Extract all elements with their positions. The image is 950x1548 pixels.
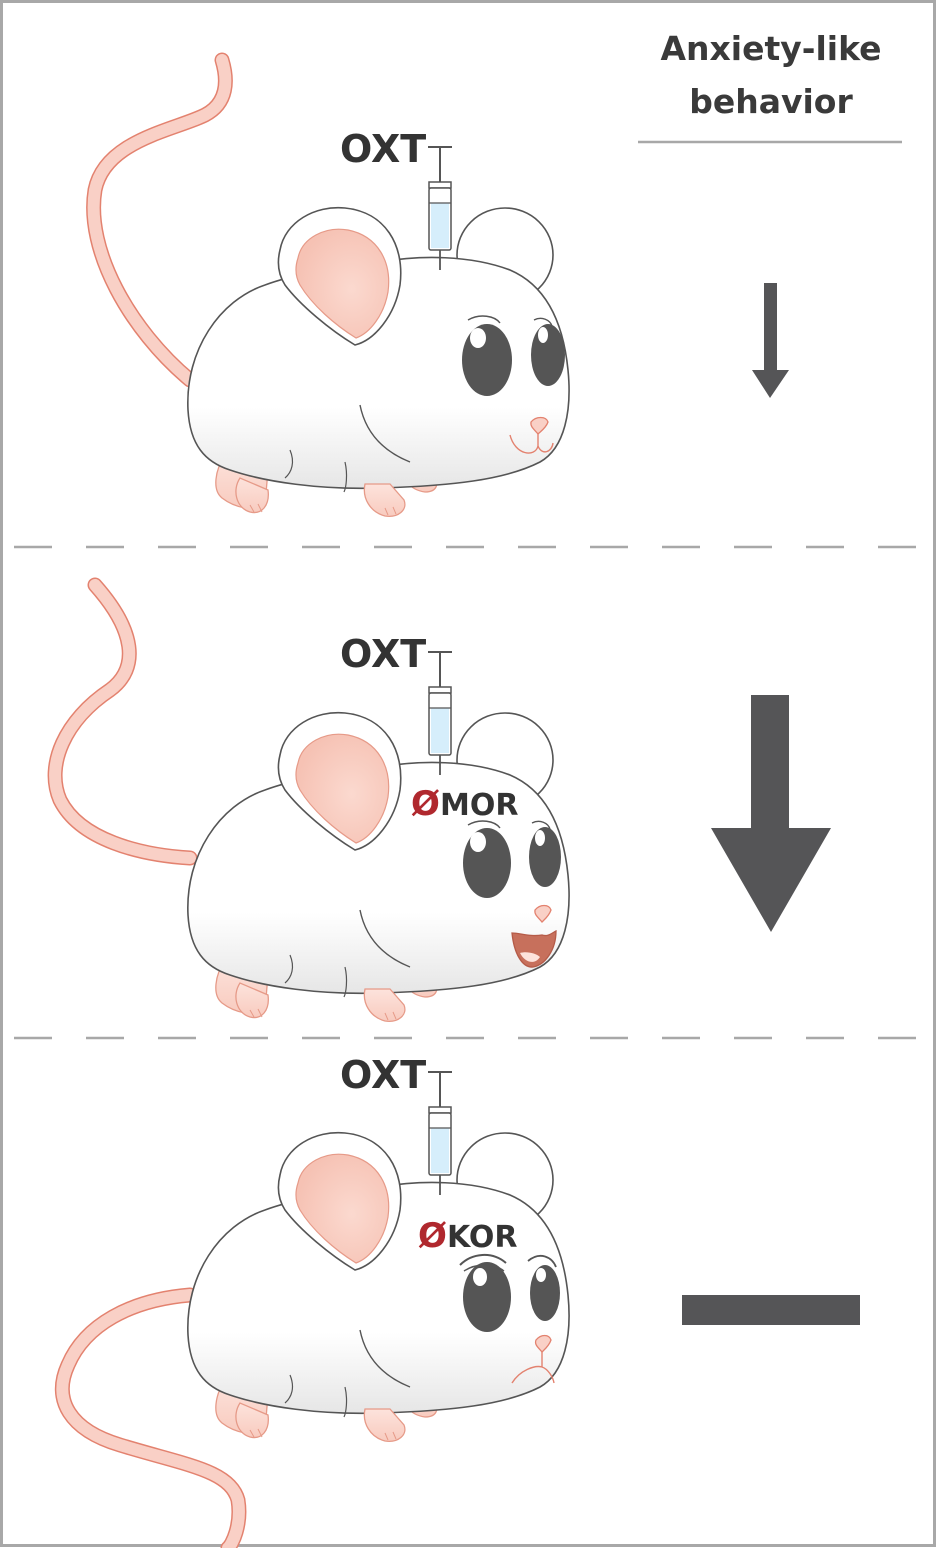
syringe-icon xyxy=(427,146,453,271)
syringe-icon xyxy=(427,1071,453,1196)
mouse-face-sad xyxy=(459,1254,560,1384)
arrow-down-small-icon xyxy=(752,283,789,398)
injection-label: OXT xyxy=(340,127,426,171)
mouse-face-happy xyxy=(463,820,561,968)
header-line-2: behavior xyxy=(689,82,853,121)
header-line-1: Anxiety-like xyxy=(660,29,881,68)
injection-label: OXT xyxy=(340,632,426,676)
knockout-symbol: Ø xyxy=(411,784,440,824)
syringe-icon xyxy=(427,651,453,776)
knockout-symbol: Ø xyxy=(418,1216,447,1256)
mouse-body xyxy=(187,711,570,1023)
arrow-down-large-icon xyxy=(711,695,831,932)
mouse-face-smile xyxy=(462,315,565,454)
mouse-body xyxy=(187,1131,570,1443)
knockout-receptor-label: MOR xyxy=(440,788,518,823)
panel-oxt-kor-knockout: OXT Ø KOR xyxy=(54,1053,860,1548)
no-change-bar-icon xyxy=(682,1295,860,1325)
panel-oxt-mor-knockout: OXT Ø MOR xyxy=(47,577,831,1023)
panel-oxt-control: OXT xyxy=(86,52,789,518)
injection-label: OXT xyxy=(340,1053,426,1097)
knockout-receptor-label: KOR xyxy=(447,1220,518,1255)
